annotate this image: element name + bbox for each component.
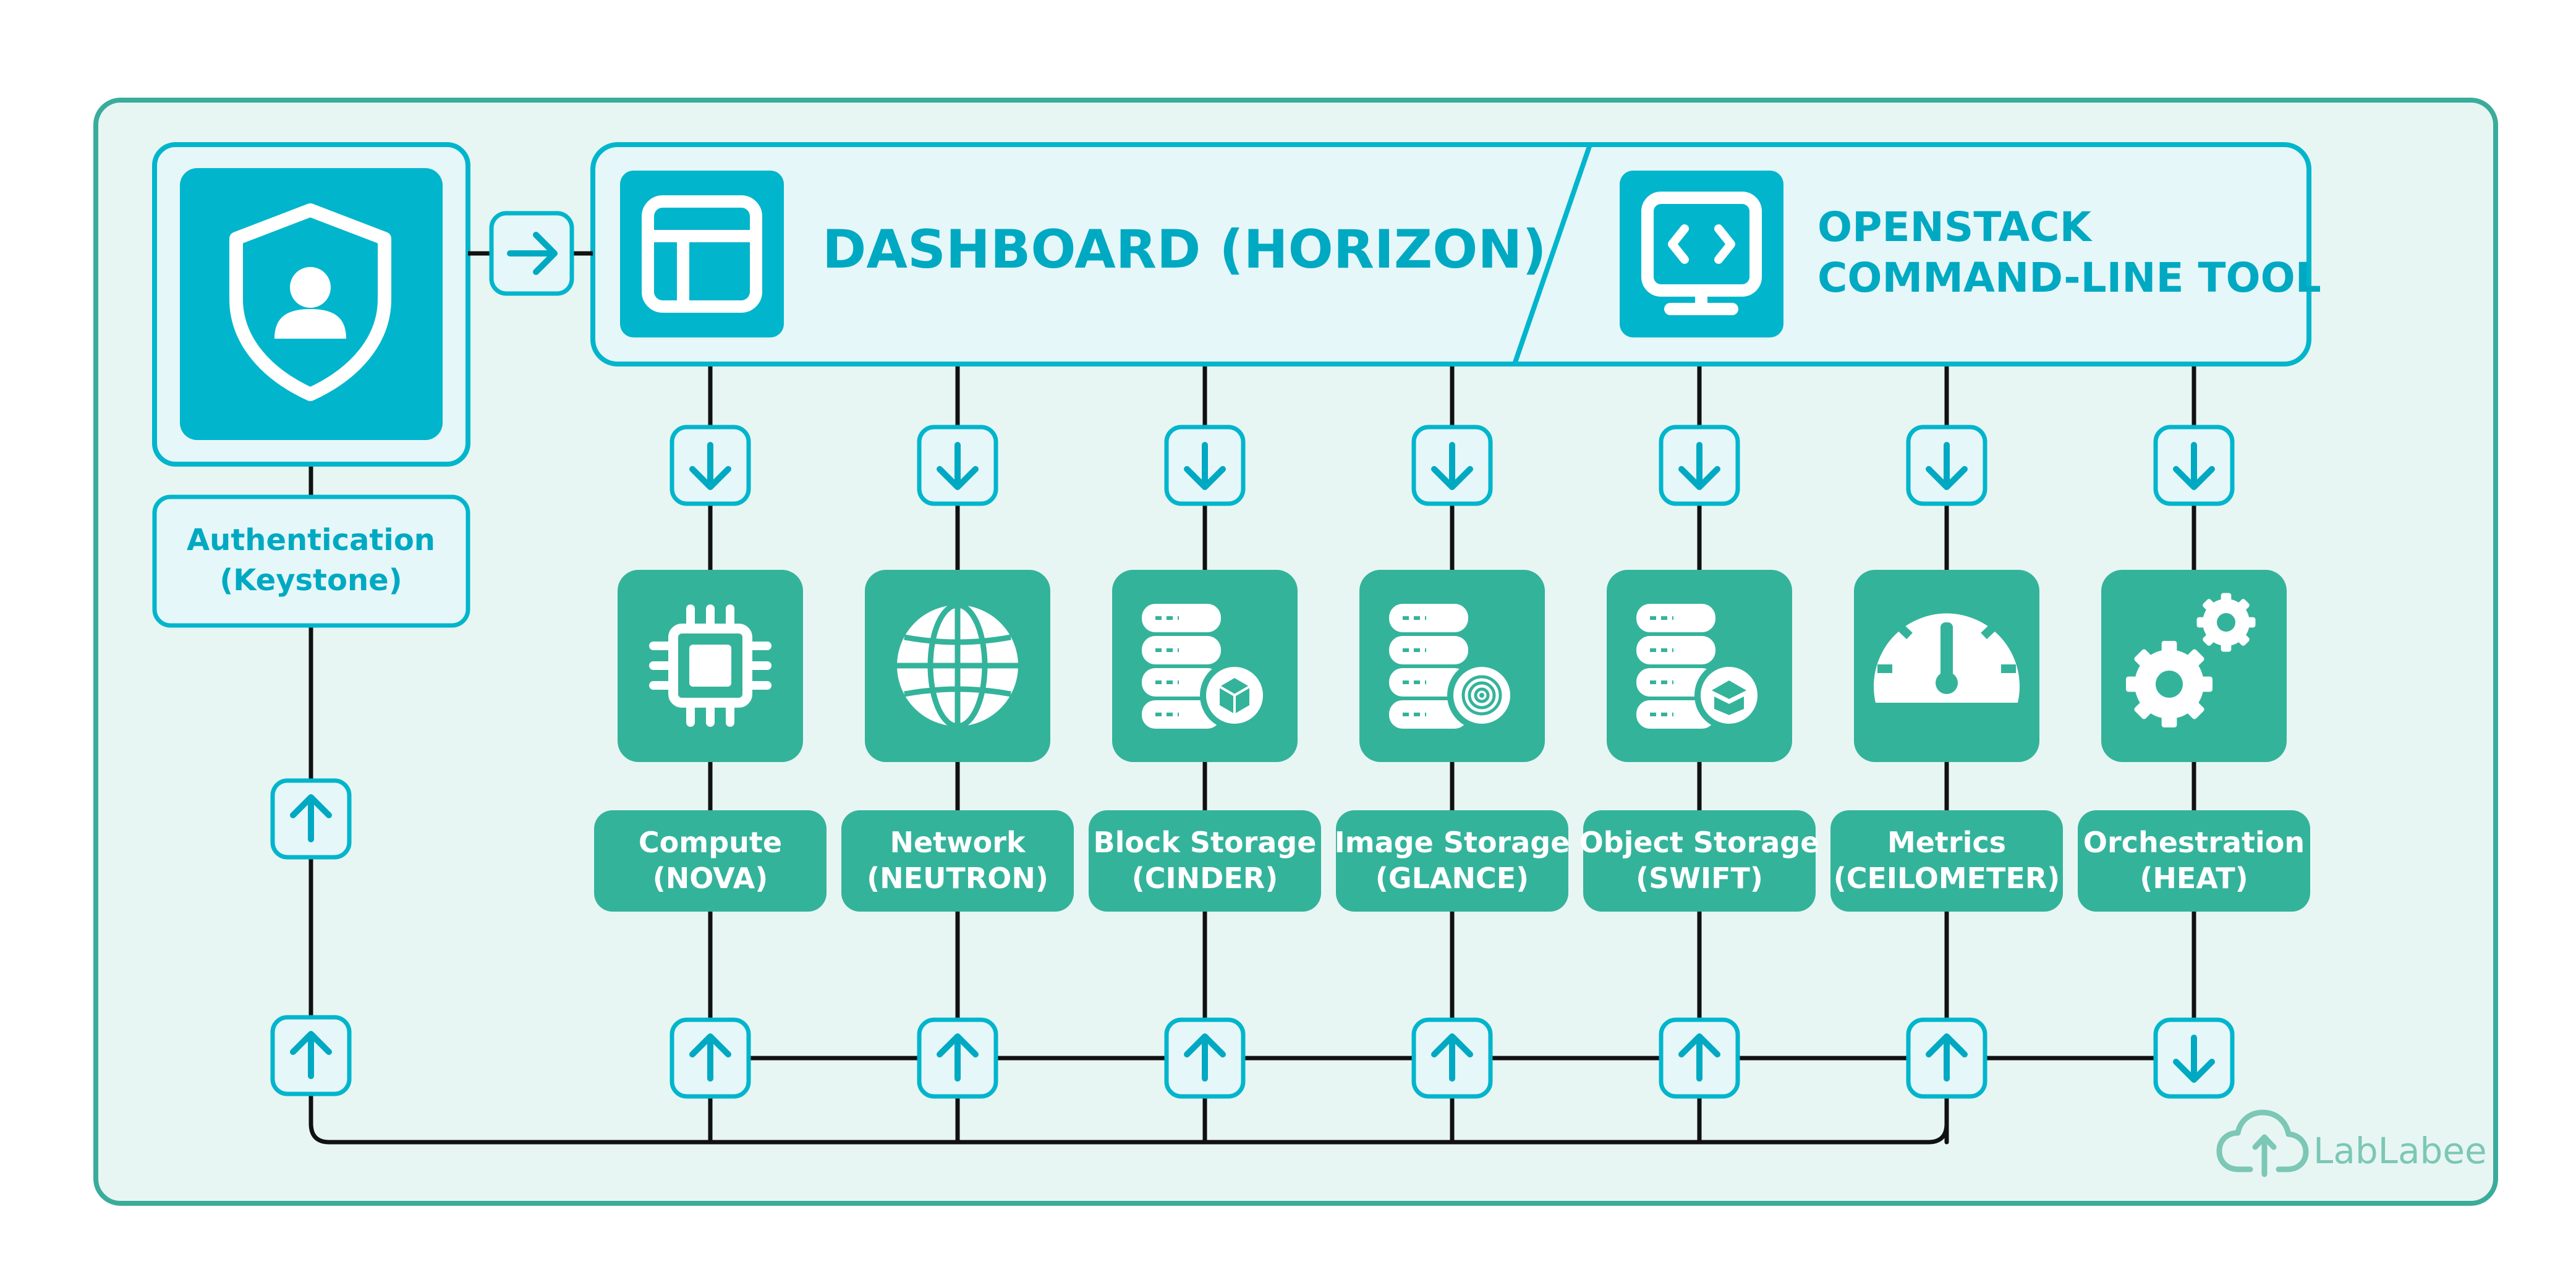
auth-to-dashboard-arrow [468, 211, 593, 296]
layout-window-icon [642, 195, 762, 313]
service-code: (CEILOMETER) [1834, 862, 2060, 895]
service-down-arrow [1164, 425, 1246, 506]
arrow-down-icon [937, 442, 979, 490]
service-bottom-arrow [1906, 1017, 1987, 1099]
service-bottom-arrow [1659, 1017, 1740, 1099]
service-label-box [2078, 810, 2310, 912]
arrow-up-icon [689, 1033, 731, 1082]
auth-label-line2: (Keystone) [219, 563, 402, 598]
dashboard-panel[interactable]: DASHBOARD (HORIZON) [620, 171, 1547, 337]
service-column: Network(NEUTRON) [841, 425, 1074, 1099]
arrow-up-icon [290, 794, 332, 842]
auth-label-box: Authentication (Keystone) [152, 494, 470, 628]
service-card[interactable]: Object Storage(SWIFT) [1579, 570, 1820, 912]
arrow-up-icon [1184, 1033, 1226, 1082]
cpu-chip-icon [649, 604, 772, 727]
service-bottom-arrow [1411, 1017, 1493, 1099]
services: Compute(NOVA)Network(NEUTRON)Block Stora… [594, 425, 2310, 1099]
arrow-down-icon [1678, 442, 1720, 490]
arrow-up-icon [1926, 1033, 1968, 1082]
service-down-arrow [1906, 425, 1987, 506]
service-code: (SWIFT) [1636, 862, 1763, 895]
cli-title-line2: COMMAND-LINE TOOL [1817, 254, 2321, 302]
service-label-box [1336, 810, 1568, 912]
service-name: Block Storage [1094, 826, 1317, 859]
service-name: Metrics [1887, 826, 2006, 859]
cli-panel[interactable]: OPENSTACK COMMAND-LINE TOOL [1620, 171, 2321, 337]
service-card[interactable]: Image Storage(GLANCE) [1335, 570, 1570, 912]
database-box-icon [1636, 604, 1764, 730]
service-bottom-arrow [1164, 1017, 1246, 1099]
service-bottom-arrow [670, 1017, 751, 1099]
arrow-down-icon [689, 442, 731, 490]
service-bottom-arrow [2153, 1017, 2235, 1099]
service-icon-box [1359, 570, 1545, 762]
service-column: Compute(NOVA) [594, 425, 827, 1099]
cli-title-line1: OPENSTACK [1817, 203, 2093, 251]
arrow-up-icon [1431, 1033, 1473, 1082]
service-icon-box [1112, 570, 1298, 762]
service-name: Image Storage [1335, 826, 1570, 859]
service-column: Orchestration(HEAT) [2078, 425, 2310, 1099]
arrow-down-icon [1926, 442, 1968, 490]
dashboard-title: DASHBOARD (HORIZON) [822, 219, 1547, 281]
service-name: Compute [639, 826, 782, 859]
arrow-down-icon [1184, 442, 1226, 490]
service-card[interactable]: Orchestration(HEAT) [2078, 570, 2310, 912]
arrow-down-icon [1431, 442, 1473, 490]
service-name: Orchestration [2083, 826, 2305, 859]
code-monitor-icon [1641, 192, 1762, 315]
auth-up-arrow [270, 778, 352, 860]
service-card[interactable]: Network(NEUTRON) [841, 570, 1074, 912]
service-label-box [1830, 810, 2063, 912]
service-card[interactable]: Block Storage(CINDER) [1089, 570, 1321, 912]
service-label-box [841, 810, 1074, 912]
arrow-right-icon [507, 232, 558, 275]
service-column: Image Storage(GLANCE) [1335, 425, 1570, 1099]
service-label-box [594, 810, 827, 912]
service-code: (GLANCE) [1375, 862, 1529, 895]
user-shield-icon [229, 203, 391, 401]
auth-up-arrow [270, 1015, 352, 1096]
arrow-up-icon [1678, 1033, 1720, 1082]
auth-arrows [270, 778, 352, 1096]
service-down-arrow [670, 425, 751, 506]
arrow-up-icon [290, 1031, 332, 1079]
service-code: (NEUTRON) [867, 862, 1048, 895]
auth-icon-box [152, 142, 470, 467]
database-disc-icon [1389, 604, 1516, 730]
service-code: (CINDER) [1132, 862, 1278, 895]
service-column: Block Storage(CINDER) [1089, 425, 1321, 1099]
globe-icon [897, 602, 1018, 729]
gauge-icon [1873, 613, 2020, 703]
service-down-arrow [1411, 425, 1493, 506]
service-name: Object Storage [1579, 826, 1820, 859]
service-label-box [1089, 810, 1321, 912]
service-column: Metrics(CEILOMETER) [1830, 425, 2063, 1099]
service-column: Object Storage(SWIFT) [1579, 425, 1820, 1099]
brand-name: LabLabee [2313, 1130, 2487, 1172]
service-name: Network [890, 826, 1026, 859]
database-cube-icon [1142, 604, 1269, 730]
brand-logo: LabLabee [2216, 1109, 2487, 1177]
service-label-box [1583, 810, 1816, 912]
service-icon-box [1607, 570, 1792, 762]
auth-label-line1: Authentication [187, 523, 435, 557]
service-code: (NOVA) [653, 862, 768, 895]
arrow-down-icon [2173, 1035, 2215, 1083]
arrow-down-icon [2173, 442, 2215, 490]
cloud-logo-icon [2216, 1109, 2309, 1177]
gears-icon [2126, 593, 2256, 727]
service-card[interactable]: Metrics(CEILOMETER) [1830, 570, 2063, 912]
service-bottom-arrow [917, 1017, 998, 1099]
service-card[interactable]: Compute(NOVA) [594, 570, 827, 912]
service-code: (HEAT) [2140, 862, 2248, 895]
arrow-up-icon [937, 1033, 979, 1082]
service-down-arrow [2153, 425, 2235, 506]
service-down-arrow [1659, 425, 1740, 506]
service-down-arrow [917, 425, 998, 506]
